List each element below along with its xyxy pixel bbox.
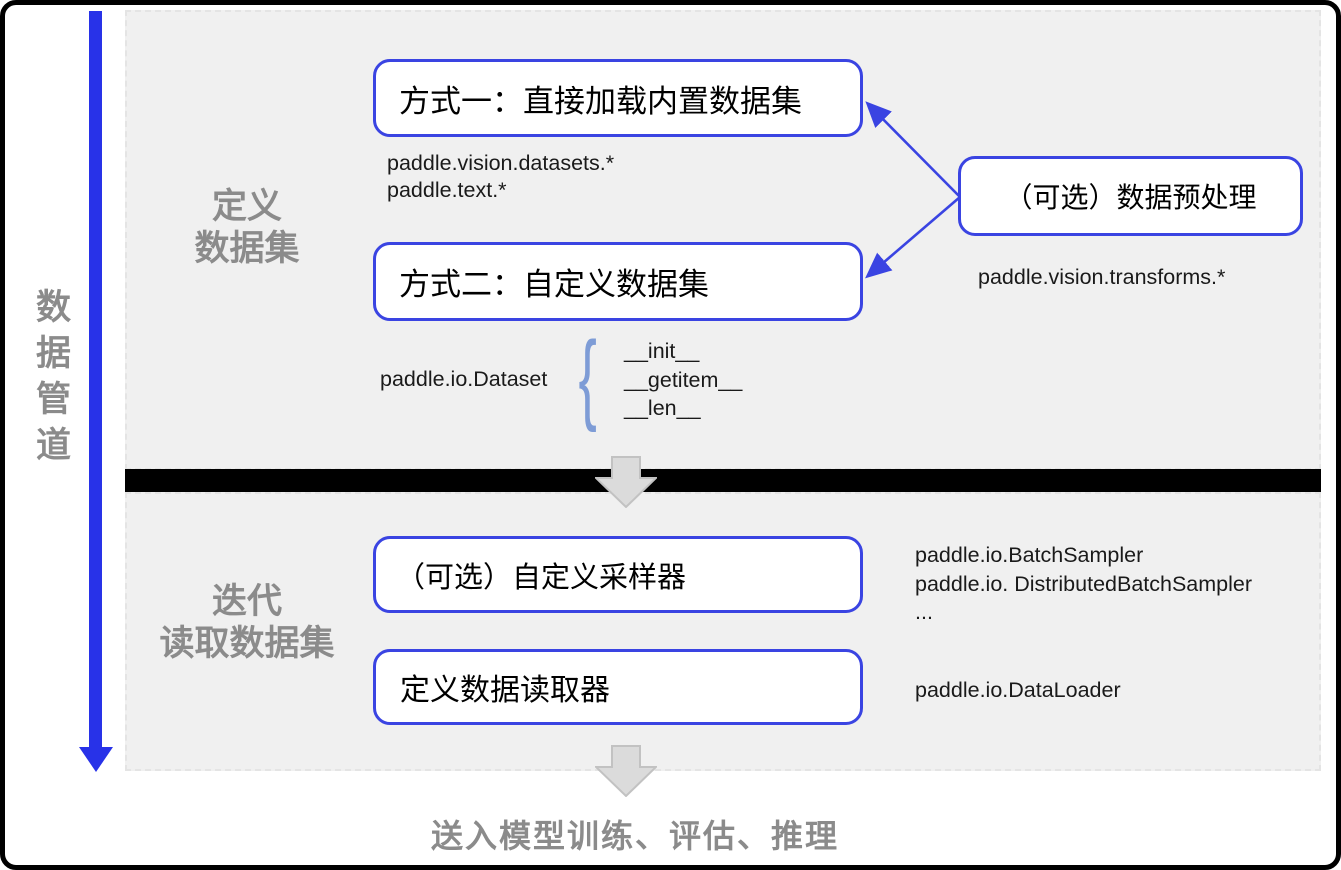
builtin-dataset-code-line1: paddle.vision.datasets.* [387,151,615,175]
builtin-dataset-code-line2: paddle.text.* [387,178,507,202]
dataloader-box: 定义数据读取器 [373,649,863,725]
brace-icon: { [578,321,597,433]
sampler-code-line1: paddle.io.BatchSampler [915,543,1144,567]
preprocess-connector-arrows-icon [865,101,961,279]
down-arrow-icon [595,456,657,508]
iterate-dataset-label: 迭代 读取数据集 [127,581,367,665]
pipeline-vertical-label: 数据管道 [31,288,70,472]
optional-sampler-title: （可选）自定义采样器 [396,561,687,594]
dataset-member-init: __init__ [624,339,700,363]
down-arrow-icon [595,745,657,797]
method2-custom-dataset-title: 方式二：自定义数据集 [399,267,709,302]
dataset-member-list: __init__ __getitem__ __len__ [624,337,742,423]
sampler-code-line2: paddle.io. DistributedBatchSampler [915,571,1253,596]
optional-preprocess-box: （可选）数据预处理 [958,156,1303,236]
pipeline-arrowhead-icon [79,747,113,772]
sampler-code: paddle.io.BatchSampler paddle.io. Distri… [915,541,1252,627]
builtin-dataset-code: paddle.vision.datasets.* paddle.text.* [387,150,614,204]
dataset-member-getitem: __getitem__ [624,367,743,392]
dataloader-code: paddle.io.DataLoader [915,678,1121,702]
define-dataset-label-line1: 定义 [211,187,282,226]
transforms-code: paddle.vision.transforms.* [978,265,1226,289]
section-divider-bar [125,469,1321,492]
dataset-class-code: paddle.io.Dataset [380,367,548,391]
optional-sampler-box: （可选）自定义采样器 [373,536,863,613]
optional-preprocess-title: （可选）数据预处理 [1004,182,1257,213]
iterate-dataset-label-line2: 读取数据集 [159,624,335,663]
method2-custom-dataset-box: 方式二：自定义数据集 [373,242,863,321]
define-dataset-label: 定义 数据集 [127,186,367,270]
dataset-member-len: __len__ [624,396,701,420]
sampler-code-line3: ... [915,600,933,624]
method1-builtin-dataset-title: 方式一：直接加载内置数据集 [399,83,802,119]
method1-builtin-dataset-box: 方式一：直接加载内置数据集 [373,59,863,137]
iterate-dataset-label-line1: 迭代 [211,582,282,621]
dataloader-title: 定义数据读取器 [400,674,610,707]
footer-label: 送入模型训练、评估、推理 [430,818,839,854]
pipeline-arrow-line [89,11,102,748]
define-dataset-label-line2: 数据集 [194,229,300,268]
